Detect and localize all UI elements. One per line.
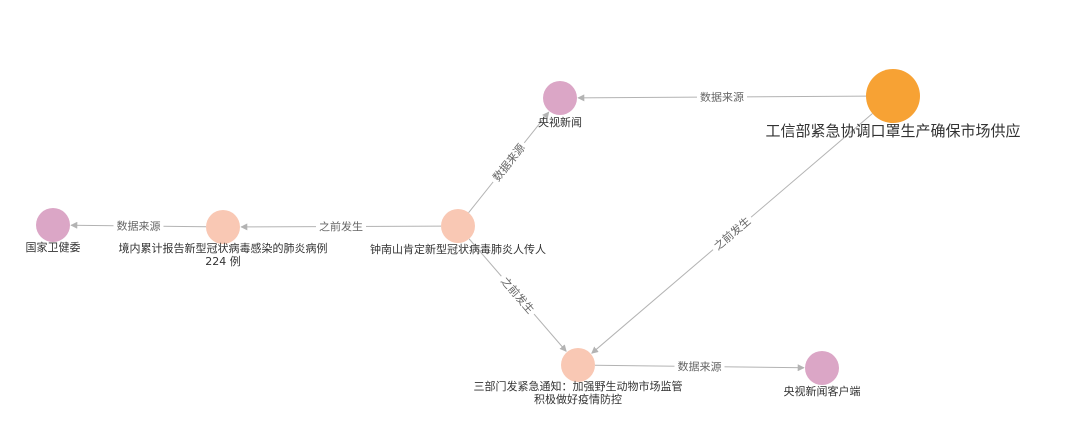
edge-label: 数据来源 [700, 90, 744, 104]
node-label-line2-n4: 224 例 [205, 254, 241, 268]
node-label-n2: 央视新闻 [538, 115, 582, 129]
edge-label-group: 数据来源 [696, 88, 748, 106]
edge-label-background [486, 137, 531, 187]
edge-label: 数据来源 [116, 219, 160, 234]
node-circle-n6[interactable] [561, 348, 595, 382]
edge-label: 数据来源 [490, 141, 528, 184]
node-circle-n7[interactable] [805, 351, 839, 385]
node-label-n7: 央视新闻客户端 [784, 384, 861, 398]
node-label-n5: 国家卫健委 [26, 240, 81, 254]
node-circle-n1[interactable] [866, 69, 920, 123]
edge-label-group: 数据来源 [674, 358, 725, 375]
edge-label-background [674, 358, 725, 375]
edge-label-background [696, 88, 748, 106]
node-label-n1: 工信部紧急协调口罩生产确保市场供应 [765, 122, 1020, 140]
edge-label-background [315, 218, 367, 235]
edge-label-group: 之前发生 [707, 211, 757, 256]
edge-label: 之前发生 [319, 219, 363, 233]
edge-label-background [495, 270, 541, 320]
edge-label: 之前发生 [498, 274, 537, 316]
node-label-n3: 钟南山肯定新型冠状病毒肺炎人传人 [370, 242, 546, 256]
edge-label: 之前发生 [711, 214, 754, 253]
edge-label: 数据来源 [677, 359, 721, 374]
node-circle-n5[interactable] [36, 208, 70, 242]
edge-label-group: 之前发生 [315, 218, 367, 235]
node-label-line2-n6: 积极做好疫情防控 [534, 392, 622, 406]
node-circle-n3[interactable] [441, 209, 475, 243]
node-label-n6: 三部门发紧急通知：加强野生动物市场监管 [474, 379, 683, 393]
edge-label-background [707, 211, 757, 256]
edge-label-group: 之前发生 [495, 270, 541, 320]
node-label-n4: 境内累计报告新型冠状病毒感染的肺炎病例 [119, 241, 328, 255]
edge-label-background [113, 217, 164, 235]
edge-label-group: 数据来源 [486, 137, 531, 187]
node-circle-n2[interactable] [543, 81, 577, 115]
edge-label-group: 数据来源 [113, 217, 164, 235]
node-circle-n4[interactable] [206, 210, 240, 244]
